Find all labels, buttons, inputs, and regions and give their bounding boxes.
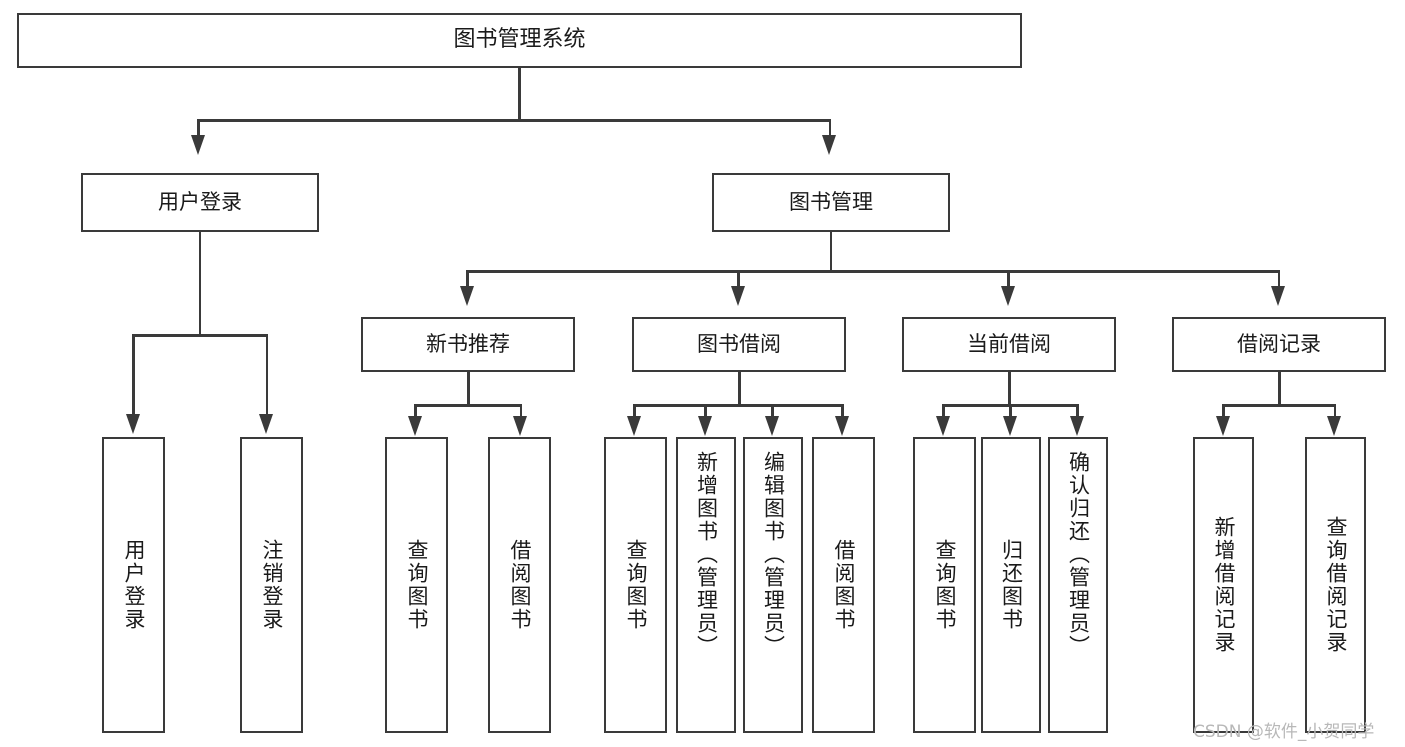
connector-book-borrow-bus bbox=[633, 404, 843, 407]
node-label: 编辑图书（管理员） bbox=[761, 451, 786, 658]
connector-book-management-stem bbox=[829, 232, 832, 272]
node-label: 用户登录 bbox=[158, 190, 242, 215]
leaf-book-borrow-add[interactable]: 新增图书（管理员） bbox=[676, 437, 736, 733]
leaf-user-login-logout[interactable]: 注销登录 bbox=[240, 437, 303, 733]
node-user-login[interactable]: 用户登录 bbox=[81, 173, 319, 232]
connector-drop-leaf-user-login-0 bbox=[132, 334, 135, 417]
arrowhead-leaf-new-books-0 bbox=[407, 416, 422, 436]
connector-drop-level2-3 bbox=[1277, 270, 1280, 288]
node-label: 借阅图书 bbox=[508, 539, 532, 631]
node-label: 确认归还（管理员） bbox=[1066, 451, 1091, 658]
arrowhead-book-management bbox=[822, 135, 836, 155]
node-label: 新书推荐 bbox=[426, 332, 510, 357]
connector-level2-bus bbox=[466, 270, 1280, 273]
node-label: 当前借阅 bbox=[967, 332, 1051, 357]
connector-drop-level2-0 bbox=[466, 270, 469, 288]
arrowhead-leaf-user-login-0 bbox=[125, 414, 140, 434]
node-label: 图书借阅 bbox=[697, 332, 781, 357]
node-label: 查询借阅记录 bbox=[1324, 516, 1348, 654]
node-label: 用户登录 bbox=[122, 539, 146, 631]
node-label: 新增借阅记录 bbox=[1212, 516, 1236, 654]
leaf-book-borrow-borrow[interactable]: 借阅图书 bbox=[812, 437, 875, 733]
node-label: 图书管理系统 bbox=[453, 27, 586, 53]
arrowhead-leaf-borrow-records-0 bbox=[1215, 416, 1230, 436]
leaf-current-borrow-query[interactable]: 查询图书 bbox=[913, 437, 976, 733]
connector-drop-leaf-new-books-0 bbox=[414, 404, 417, 418]
arrowhead-level2-2 bbox=[1000, 286, 1015, 306]
arrowhead-leaf-new-books-1 bbox=[513, 416, 527, 436]
node-current-borrow[interactable]: 当前借阅 bbox=[902, 317, 1116, 372]
arrowhead-leaf-book-borrow-1 bbox=[697, 416, 712, 436]
connector-new-books-bus bbox=[414, 404, 522, 407]
leaf-new-books-query[interactable]: 查询图书 bbox=[385, 437, 448, 733]
connector-drop-level2-2 bbox=[1007, 270, 1010, 288]
connector-drop-leaf-book-borrow-3 bbox=[841, 404, 844, 418]
node-label: 借阅图书 bbox=[832, 539, 856, 631]
leaf-new-books-borrow[interactable]: 借阅图书 bbox=[488, 437, 551, 733]
leaf-current-borrow-confirm-return[interactable]: 确认归还（管理员） bbox=[1048, 437, 1108, 733]
node-label: 查询图书 bbox=[624, 539, 648, 631]
connector-borrow-records-stem bbox=[1278, 372, 1281, 406]
connector-drop-leaf-new-books-1 bbox=[519, 404, 522, 418]
connector-drop-book-management bbox=[828, 119, 831, 138]
arrowhead-leaf-current-borrow-1 bbox=[1002, 416, 1017, 436]
node-borrow-records[interactable]: 借阅记录 bbox=[1172, 317, 1386, 372]
arrowhead-leaf-user-login-1 bbox=[259, 414, 273, 434]
connector-drop-leaf-user-login-1 bbox=[265, 334, 268, 417]
connector-book-borrow-stem bbox=[738, 372, 741, 406]
connector-drop-leaf-current-borrow-0 bbox=[942, 404, 945, 418]
connector-current-borrow-stem bbox=[1008, 372, 1011, 406]
leaf-book-borrow-query[interactable]: 查询图书 bbox=[604, 437, 667, 733]
connector-new-books-stem bbox=[467, 372, 470, 406]
leaf-borrow-records-query[interactable]: 查询借阅记录 bbox=[1305, 437, 1366, 733]
node-label: 归还图书 bbox=[999, 539, 1024, 631]
leaf-current-borrow-return[interactable]: 归还图书 bbox=[981, 437, 1041, 733]
node-label: 新增图书（管理员） bbox=[694, 451, 719, 658]
arrowhead-user-login bbox=[190, 135, 205, 155]
arrowhead-level2-1 bbox=[730, 286, 745, 306]
node-label: 查询图书 bbox=[405, 539, 429, 631]
arrowhead-leaf-current-borrow-0 bbox=[935, 416, 950, 436]
leaf-user-login-login[interactable]: 用户登录 bbox=[102, 437, 165, 733]
node-label: 借阅记录 bbox=[1237, 332, 1321, 357]
node-root-book-management-system[interactable]: 图书管理系统 bbox=[17, 13, 1022, 68]
connector-drop-leaf-book-borrow-1 bbox=[704, 404, 707, 418]
node-label: 图书管理 bbox=[789, 190, 873, 215]
leaf-borrow-records-add[interactable]: 新增借阅记录 bbox=[1193, 437, 1254, 733]
connector-drop-leaf-book-borrow-0 bbox=[633, 404, 636, 418]
connector-user-login-bus bbox=[132, 334, 268, 337]
arrowhead-level2-0 bbox=[459, 286, 474, 306]
connector-drop-level2-1 bbox=[737, 270, 740, 288]
node-book-management[interactable]: 图书管理 bbox=[712, 173, 950, 232]
arrowhead-leaf-book-borrow-0 bbox=[626, 416, 641, 436]
node-label: 查询图书 bbox=[933, 539, 957, 631]
connector-borrow-records-bus bbox=[1222, 404, 1336, 407]
arrowhead-leaf-current-borrow-2 bbox=[1069, 416, 1084, 436]
connector-drop-leaf-borrow-records-1 bbox=[1333, 404, 1336, 418]
node-label: 注销登录 bbox=[260, 539, 284, 631]
connector-drop-leaf-book-borrow-2 bbox=[771, 404, 774, 418]
arrowhead-leaf-borrow-records-1 bbox=[1327, 416, 1341, 436]
connector-drop-leaf-current-borrow-1 bbox=[1009, 404, 1012, 418]
arrowhead-level2-3 bbox=[1271, 286, 1285, 306]
node-new-book-recommend[interactable]: 新书推荐 bbox=[361, 317, 575, 372]
connector-user-login-stem bbox=[198, 232, 201, 336]
connector-drop-leaf-borrow-records-0 bbox=[1222, 404, 1225, 418]
node-book-borrow[interactable]: 图书借阅 bbox=[632, 317, 846, 372]
connector-drop-user-login bbox=[197, 119, 200, 138]
connector-drop-leaf-current-borrow-2 bbox=[1076, 404, 1079, 418]
arrowhead-leaf-book-borrow-2 bbox=[764, 416, 779, 436]
connector-root-stem bbox=[518, 68, 521, 121]
leaf-book-borrow-edit[interactable]: 编辑图书（管理员） bbox=[743, 437, 803, 733]
connector-level1-bus bbox=[197, 119, 831, 122]
arrowhead-leaf-book-borrow-3 bbox=[834, 416, 849, 436]
